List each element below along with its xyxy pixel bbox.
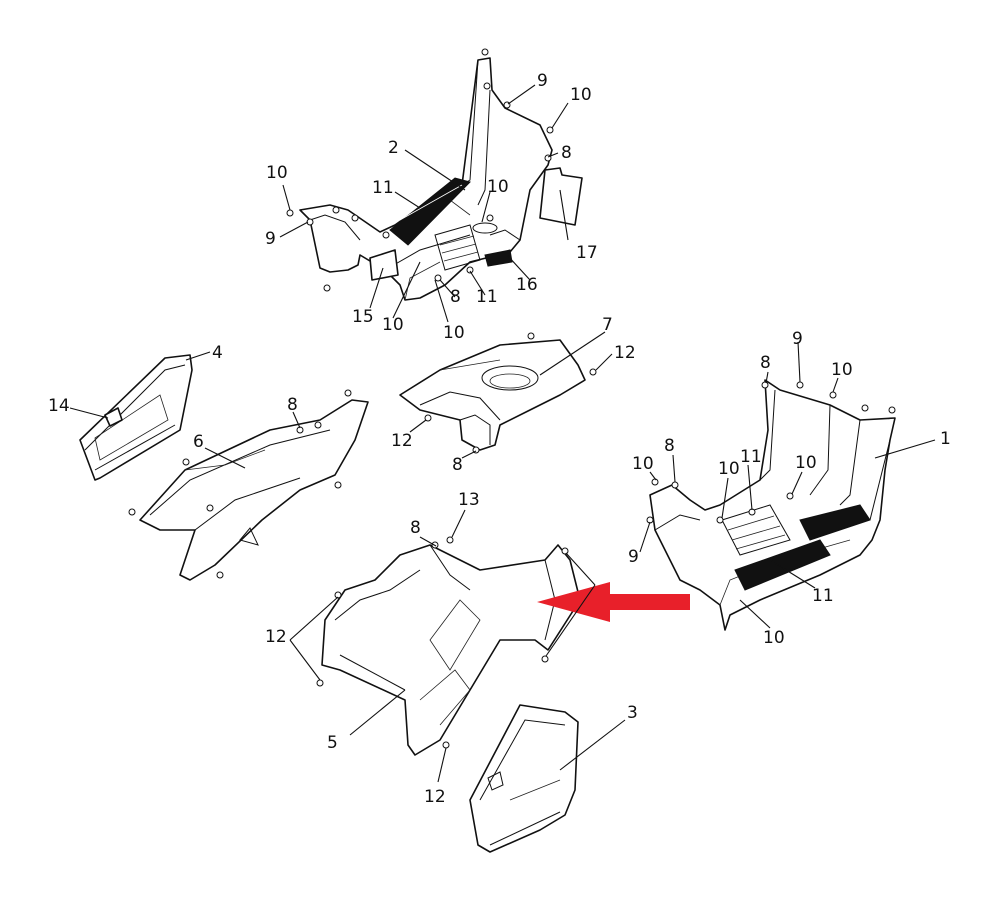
callout-12: 12 — [614, 343, 636, 363]
callout-10: 10 — [795, 453, 817, 473]
callout-10: 10 — [266, 163, 288, 183]
callout-9: 9 — [265, 229, 276, 249]
callout-1: 1 — [940, 429, 951, 449]
part-5-lower-panel — [316, 536, 581, 756]
callout-11: 11 — [812, 586, 834, 606]
part-3-bottom-panel — [469, 704, 579, 853]
callout-9: 9 — [792, 329, 803, 349]
part-2-floorboard-top — [286, 48, 554, 301]
callout-8: 8 — [452, 455, 463, 475]
callout-5: 5 — [327, 733, 338, 753]
callout-11: 11 — [372, 178, 394, 198]
callout-10: 10 — [382, 315, 404, 335]
callout-10: 10 — [831, 360, 853, 380]
callout-8: 8 — [760, 353, 771, 373]
callout-7: 7 — [602, 315, 613, 335]
part-14-clip — [104, 407, 123, 427]
callout-8: 8 — [410, 518, 421, 538]
callout-10: 10 — [718, 459, 740, 479]
callout-8: 8 — [287, 395, 298, 415]
callout-8: 8 — [664, 436, 675, 456]
callout-10: 10 — [570, 85, 592, 105]
leader-lines — [69, 84, 936, 783]
callout-3: 3 — [627, 703, 638, 723]
callout-9: 9 — [628, 547, 639, 567]
callout-labels: 2 11 10 9 10 8 10 9 17 16 11 8 15 10 10 … — [48, 71, 951, 807]
part-7-center-cover — [399, 332, 597, 454]
callout-2: 2 — [388, 138, 399, 158]
callout-14: 14 — [48, 396, 70, 416]
callout-10: 10 — [632, 454, 654, 474]
callout-10: 10 — [487, 177, 509, 197]
red-arrow-icon — [537, 582, 690, 622]
callout-13: 13 — [458, 490, 480, 510]
callout-9: 9 — [537, 71, 548, 91]
callout-17: 17 — [576, 243, 598, 263]
part-1-floorboard-right — [646, 379, 896, 631]
callout-11: 11 — [740, 447, 762, 467]
callout-8: 8 — [561, 143, 572, 163]
callout-6: 6 — [193, 432, 204, 452]
part-4-side-panel — [79, 354, 193, 481]
part-6-rail — [128, 389, 369, 581]
callout-12: 12 — [391, 431, 413, 451]
callout-15: 15 — [352, 307, 374, 327]
callout-10: 10 — [443, 323, 465, 343]
callout-11: 11 — [476, 287, 498, 307]
callout-10: 10 — [763, 628, 785, 648]
callout-16: 16 — [516, 275, 538, 295]
callout-8: 8 — [450, 287, 461, 307]
callout-12: 12 — [424, 787, 446, 807]
callout-4: 4 — [212, 343, 223, 363]
callout-12: 12 — [265, 627, 287, 647]
